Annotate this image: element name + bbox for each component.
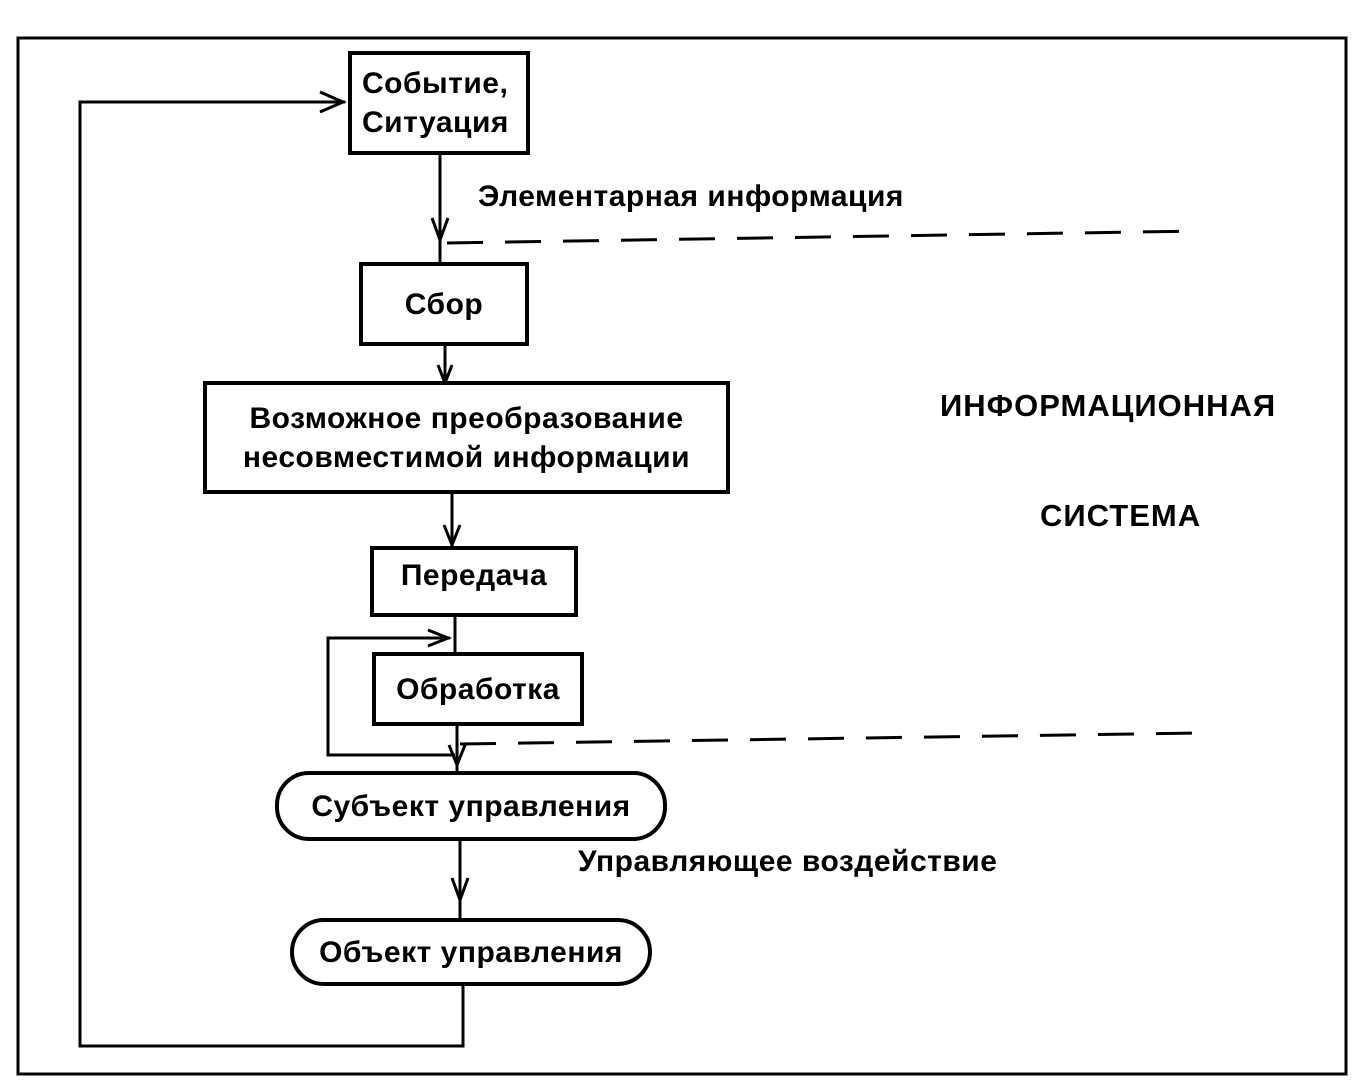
main-feedback-loop [78, 100, 465, 1048]
transfer-box: Передача [370, 546, 578, 617]
system-title-line1: ИНФОРМАЦИОННАЯ [940, 388, 1277, 423]
transform-box: Возможное преобразование несовместимой и… [203, 381, 730, 494]
control-action-label: Управляющее воздействие [578, 845, 998, 878]
processing-box: Обработка [372, 652, 584, 726]
control-object-terminal: Объект управления [290, 918, 652, 986]
system-boundary-bottom [459, 731, 1201, 746]
control-subject-terminal: Субъект управления [275, 771, 667, 841]
outer-frame [16, 36, 1348, 1076]
elementary-info-label: Элементарная информация [478, 180, 904, 213]
system-title-line2: СИСТЕМА [1040, 498, 1202, 533]
collect-box: Сбор [359, 262, 529, 346]
system-boundary-top [446, 229, 1201, 245]
processing-feedback-loop [326, 636, 455, 757]
event-situation-box: Событие, Ситуация [348, 51, 530, 155]
